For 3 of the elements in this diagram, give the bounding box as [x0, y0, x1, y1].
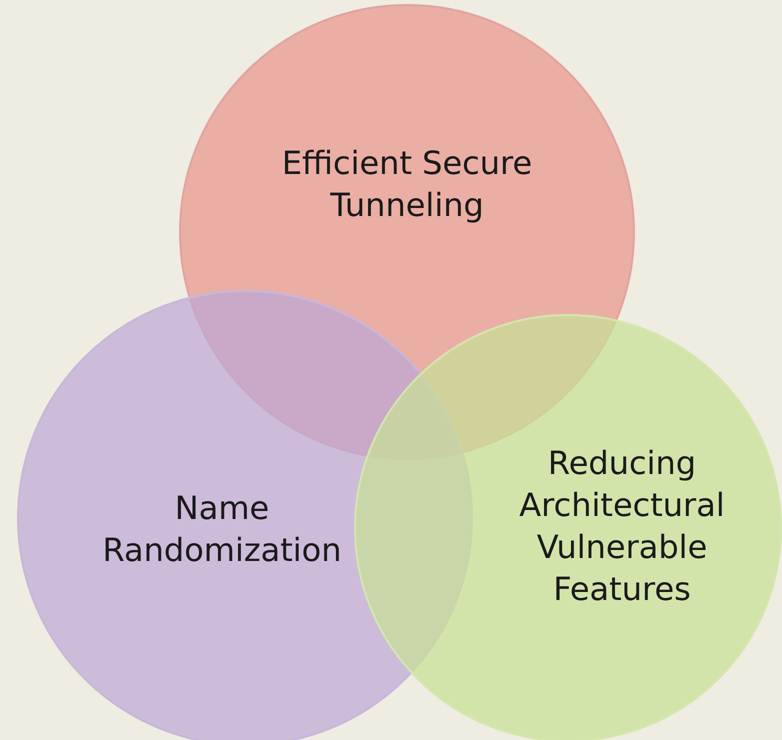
circle-label: Name Randomization — [101, 488, 343, 571]
circle-label: Efficient Secure Tunneling — [280, 143, 534, 226]
circle-label: Reducing Architectural Vulnerable Features — [518, 443, 726, 610]
